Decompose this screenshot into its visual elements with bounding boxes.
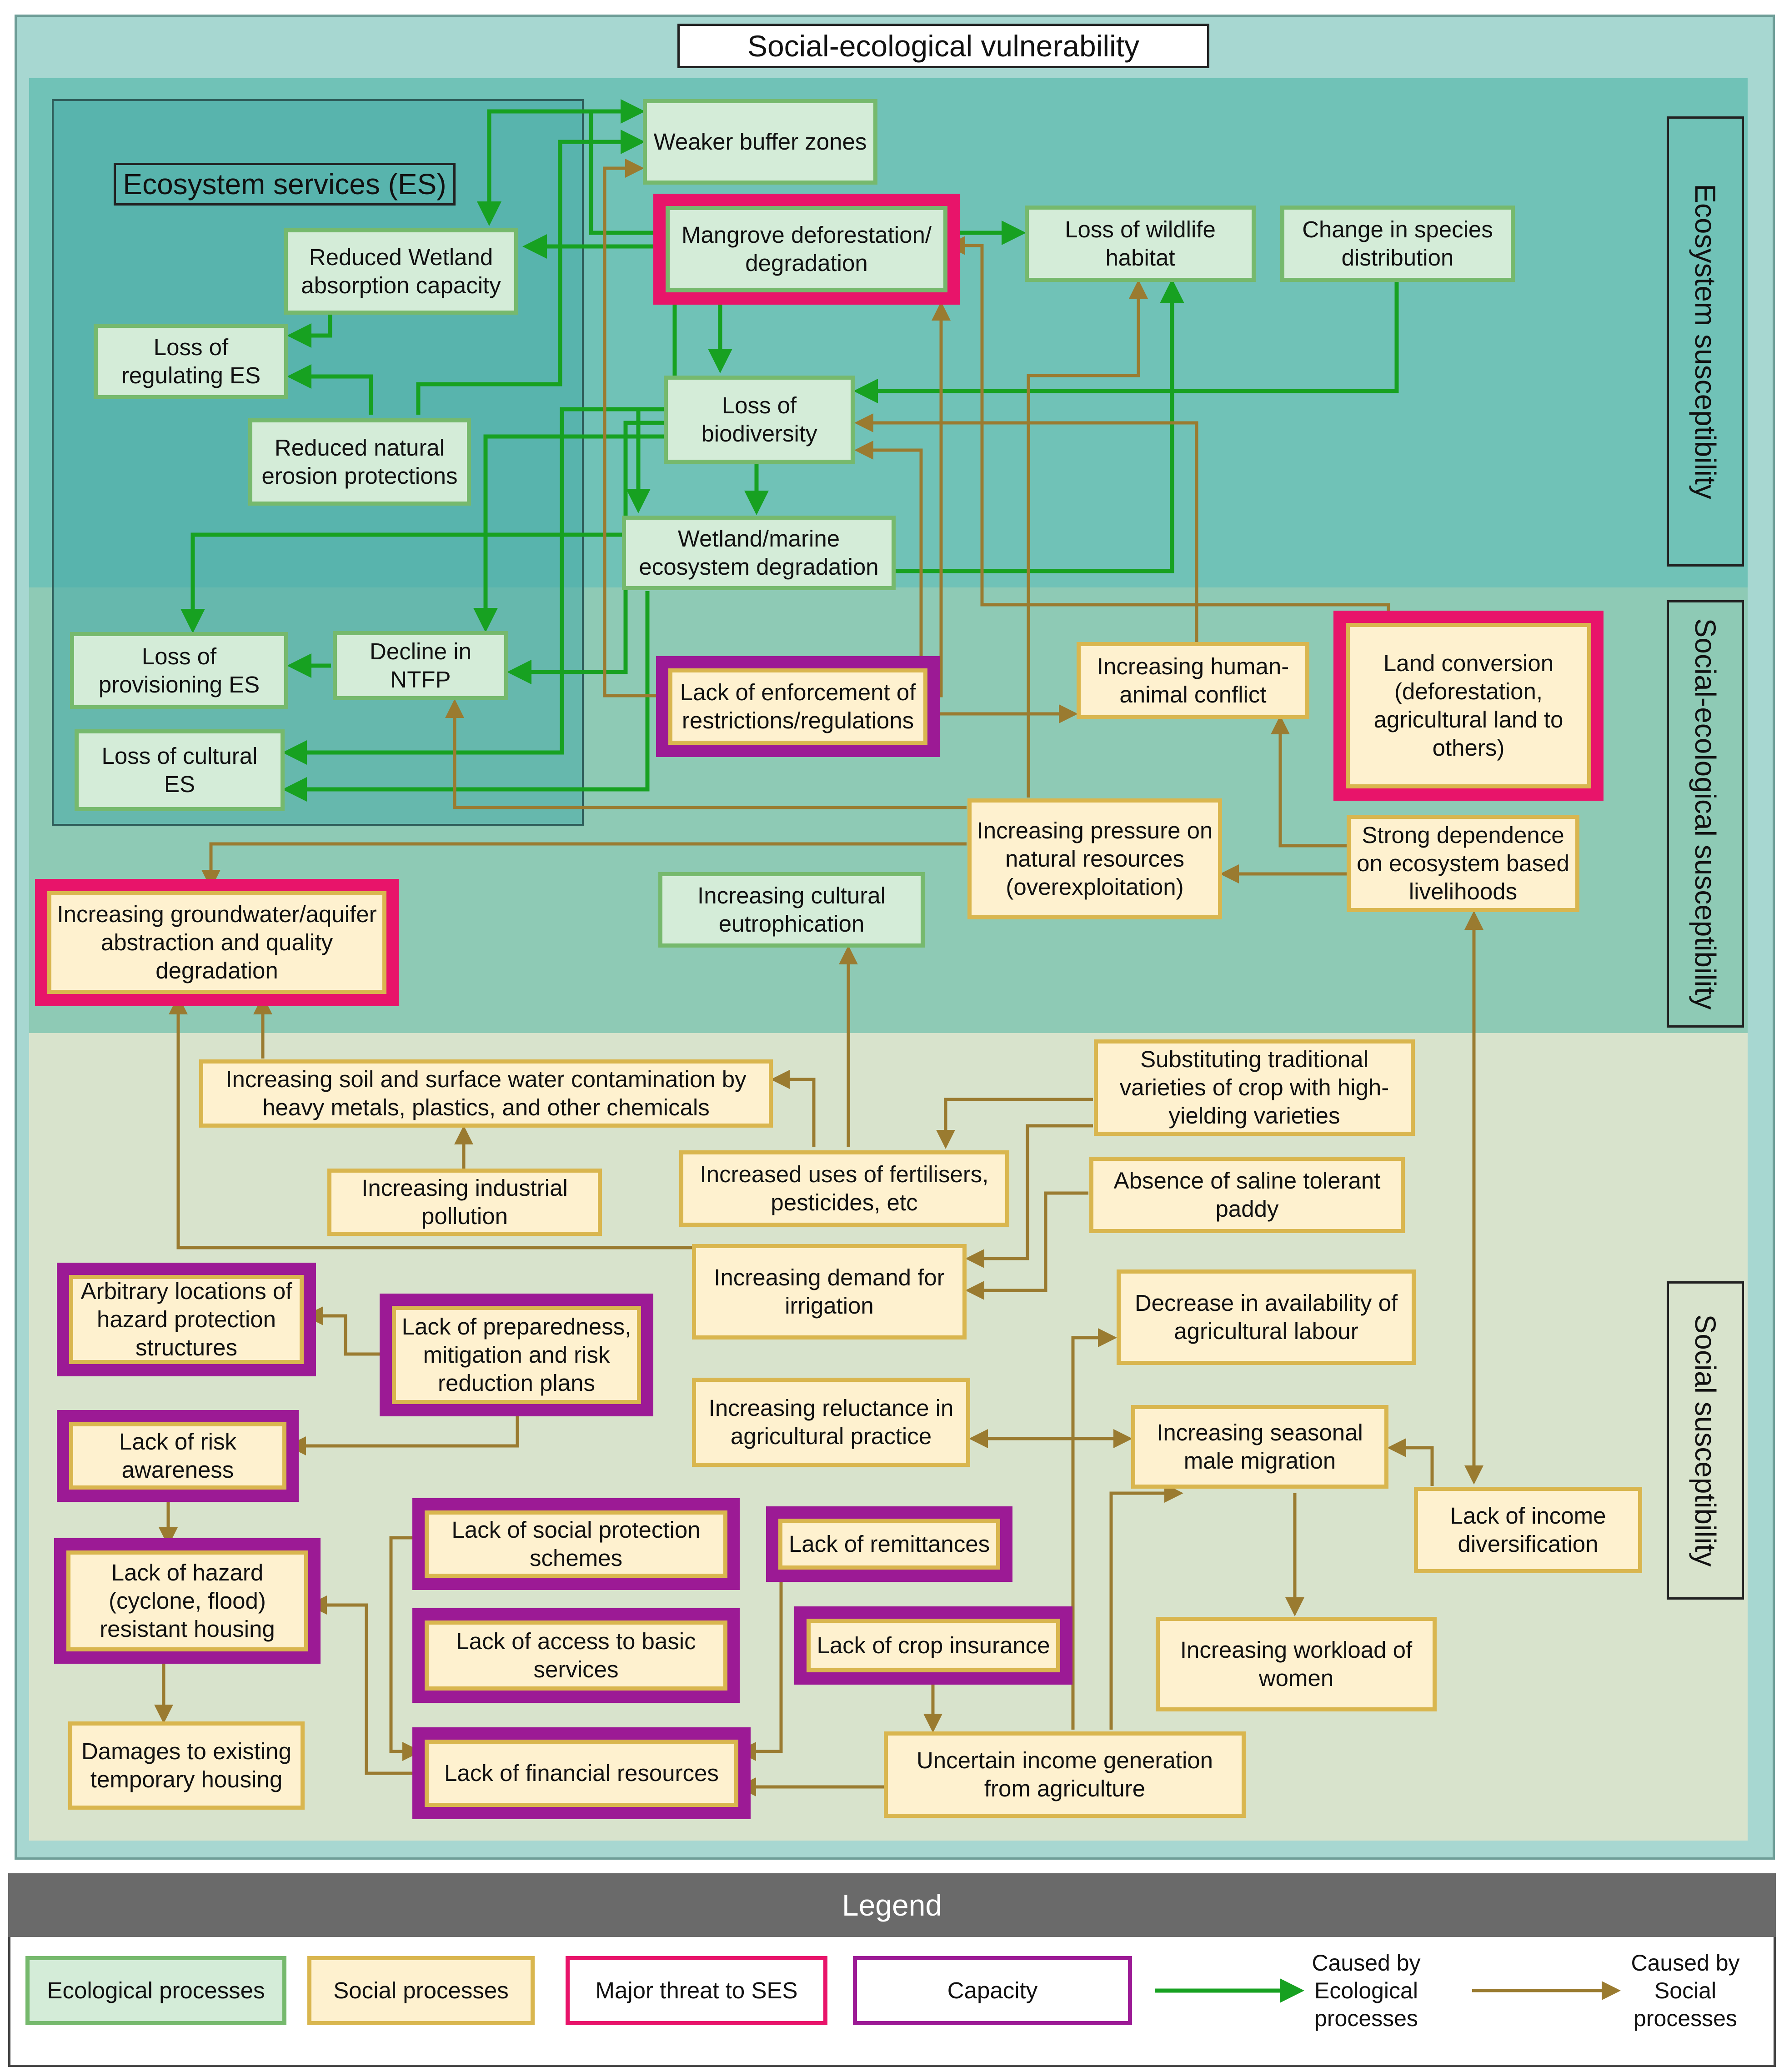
node-lack-of-crop-insurance: Lack of crop insurance (794, 1606, 1072, 1685)
node-loss-of-regulating-es: Loss of regulating ES (94, 324, 288, 399)
node-soil-water-contamination: Increasing soil and surface water contam… (199, 1059, 773, 1128)
soc-link (201, 842, 967, 889)
soc-link (1027, 280, 1148, 798)
node-lack-of-risk-awareness: Lack of risk awareness (57, 1410, 299, 1502)
node-decline-in-ntfp: Decline in NTFP (333, 631, 508, 700)
node-change-in-species-distribution: Change in species distribution (1280, 206, 1515, 282)
node-saline-tolerant-paddy: Absence of saline tolerant paddy (1089, 1157, 1405, 1233)
legend-ecological-processes: Ecological processes (25, 1956, 286, 2025)
soc-link (445, 699, 967, 809)
soc-link (1109, 1484, 1183, 1730)
eco-link (853, 281, 1399, 403)
node-demand-for-irrigation: Increasing demand for irrigation (692, 1244, 967, 1340)
node-reduced-natural-erosion: Reduced natural erosion protections (248, 418, 471, 506)
node-substituting-crop-varieties: Substituting traditional varieties of cr… (1094, 1039, 1415, 1136)
node-pressure-on-natural-resources: Increasing pressure on natural resources… (967, 798, 1222, 919)
node-lack-of-social-protection: Lack of social protection schemes (412, 1498, 740, 1590)
soc-link (1071, 1328, 1117, 1730)
soc-link (603, 159, 666, 697)
node-loss-of-provisioning-es: Loss of provisioning ES (70, 632, 288, 709)
node-industrial-pollution: Increasing industrial pollution (327, 1169, 602, 1236)
node-arbitrary-hazard-structures: Arbitrary locations of hazard protection… (57, 1263, 316, 1376)
legend-caused-by-ecological: Caused by Ecological processes (1312, 1950, 1421, 2031)
node-human-animal-conflict: Increasing human- animal conflict (1077, 642, 1309, 719)
node-loss-of-wildlife-habitat: Loss of wildlife habitat (1025, 206, 1256, 282)
legend-major-threat: Major threat to SES (566, 1956, 827, 2025)
node-lack-of-preparedness: Lack of preparedness, mitigation and ris… (380, 1294, 653, 1416)
node-lack-of-hazard-resistant-housing: Lack of hazard (cyclone, flood) resistan… (54, 1538, 321, 1664)
soc-link (308, 1595, 418, 1775)
node-agricultural-labour: Decrease in availability of agricultural… (1117, 1269, 1416, 1365)
soc-link (737, 1573, 783, 1761)
node-mangrove-deforestation: Mangrove deforestation/ degradation (653, 194, 960, 305)
soc-link (946, 236, 1390, 613)
node-workload-of-women: Increasing workload of women (1156, 1617, 1437, 1711)
node-seasonal-male-migration: Increasing seasonal male migration (1131, 1405, 1388, 1489)
node-lack-of-income-diversification: Lack of income diversification (1414, 1487, 1642, 1573)
diagram-title: Social-ecological vulnerability (677, 24, 1209, 68)
node-loss-of-biodiversity: Loss of biodiversity (664, 376, 855, 464)
node-loss-of-cultural-es: Loss of cultural ES (75, 729, 285, 811)
node-lack-of-enforcement: Lack of enforcement of restrictions/regu… (656, 656, 940, 757)
eco-link (282, 407, 664, 765)
social-susceptibility-label: Social susceptibility (1667, 1281, 1744, 1600)
soc-link (169, 995, 692, 1249)
soc-link (389, 1536, 423, 1761)
soc-link (771, 1070, 816, 1147)
node-reduced-wetland-absorption: Reduced Wetland absorption capacity (284, 228, 518, 315)
node-strong-dependence-livelihoods: Strong dependence on ecosystem based liv… (1347, 815, 1579, 912)
soc-link (965, 1124, 1093, 1268)
eco-link (477, 109, 641, 226)
node-damages-temporary-housing: Damages to existing temporary housing (68, 1721, 305, 1810)
soc-link (854, 441, 923, 672)
soc-link (287, 1408, 519, 1455)
ecosystem-susceptibility-label: Ecosystem susceptibility (1667, 116, 1744, 567)
node-fertilisers-pesticides: Increased uses of fertilisers, pesticide… (679, 1150, 1009, 1227)
legend-capacity: Capacity (853, 1956, 1132, 2025)
node-lack-of-financial-resources: Lack of financial resources (412, 1727, 751, 1819)
legend-caused-by-social: Caused by Social processes (1631, 1950, 1740, 2031)
legend-title: Legend (8, 1873, 1776, 1937)
social-ecological-susceptibility-label: Social-ecological susceptibility (1667, 600, 1744, 1028)
eco-link (287, 314, 332, 348)
soc-link (854, 413, 1198, 644)
legend-social-processes: Social processes (307, 1956, 535, 2025)
node-groundwater-abstraction: Increasing groundwater/aquifer abstracti… (35, 879, 399, 1006)
node-land-conversion: Land conversion (deforestation, agricult… (1333, 611, 1604, 801)
soc-link (936, 1098, 1093, 1149)
soc-link (304, 1306, 388, 1356)
eco-link (287, 364, 373, 415)
soc-link (965, 1191, 1088, 1300)
soc-link (1271, 715, 1347, 848)
node-reluctance-agricultural-practice: Increasing reluctance in agricultural pr… (692, 1378, 970, 1467)
node-wetland-marine-degradation: Wetland/marine ecosystem degradation (622, 516, 896, 590)
node-weaker-buffer-zones: Weaker buffer zones (643, 99, 877, 185)
node-lack-of-basic-services: Lack of access to basic services (412, 1608, 740, 1703)
node-lack-of-remittances: Lack of remittances (766, 1506, 1012, 1582)
eco-link (282, 591, 650, 802)
eco-link (416, 130, 645, 415)
node-uncertain-income-agriculture: Uncertain income generation from agricul… (884, 1731, 1246, 1818)
soc-link (1387, 1438, 1434, 1486)
node-cultural-eutrophication: Increasing cultural eutrophication (658, 872, 925, 948)
eco-link (896, 279, 1184, 573)
soc-link (924, 301, 951, 697)
es-group-label: Ecosystem services (ES) (114, 163, 456, 206)
eco-link (180, 532, 622, 633)
